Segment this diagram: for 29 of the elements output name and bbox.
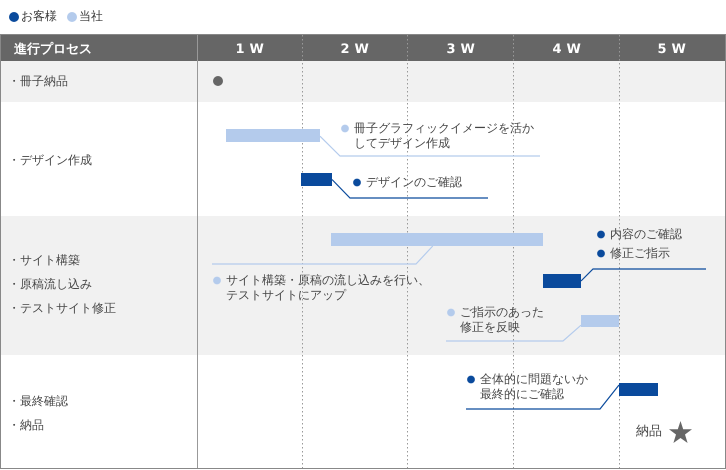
- schedule-bar: [226, 129, 320, 142]
- process-item: ・テストサイト修正: [8, 301, 116, 316]
- leader-line: [320, 136, 540, 157]
- week-header: 5W: [658, 41, 691, 59]
- legend-label: 当社: [79, 9, 103, 24]
- week-header: 4W: [552, 41, 586, 59]
- milestone-label: 納品: [636, 424, 662, 439]
- schedule-bar: [301, 173, 332, 186]
- week-header: 1W: [236, 41, 269, 59]
- leader-line: [466, 384, 620, 410]
- column-header: 進行プロセス: [14, 41, 92, 59]
- week-header: 2W: [340, 41, 374, 59]
- leader-line: [212, 246, 434, 265]
- week-header: 3W: [446, 41, 480, 59]
- schedule-bar: [619, 383, 658, 396]
- process-item: ・最終確認: [8, 394, 68, 409]
- process-item: ・デザイン作成: [8, 153, 92, 168]
- star-icon: [669, 421, 692, 443]
- leader-line: [580, 268, 706, 282]
- schedule-bar: [331, 233, 543, 246]
- process-item: ・冊子納品: [8, 74, 68, 89]
- legend-label: お客様: [21, 9, 57, 24]
- schedule-bar: [581, 315, 619, 327]
- schedule-bar: [543, 274, 581, 288]
- leader-line: [446, 324, 582, 342]
- process-item: ・納品: [8, 418, 44, 433]
- process-item: ・サイト構築: [8, 253, 80, 268]
- leader-line: [332, 179, 488, 199]
- process-item: ・原稿流し込み: [8, 277, 92, 292]
